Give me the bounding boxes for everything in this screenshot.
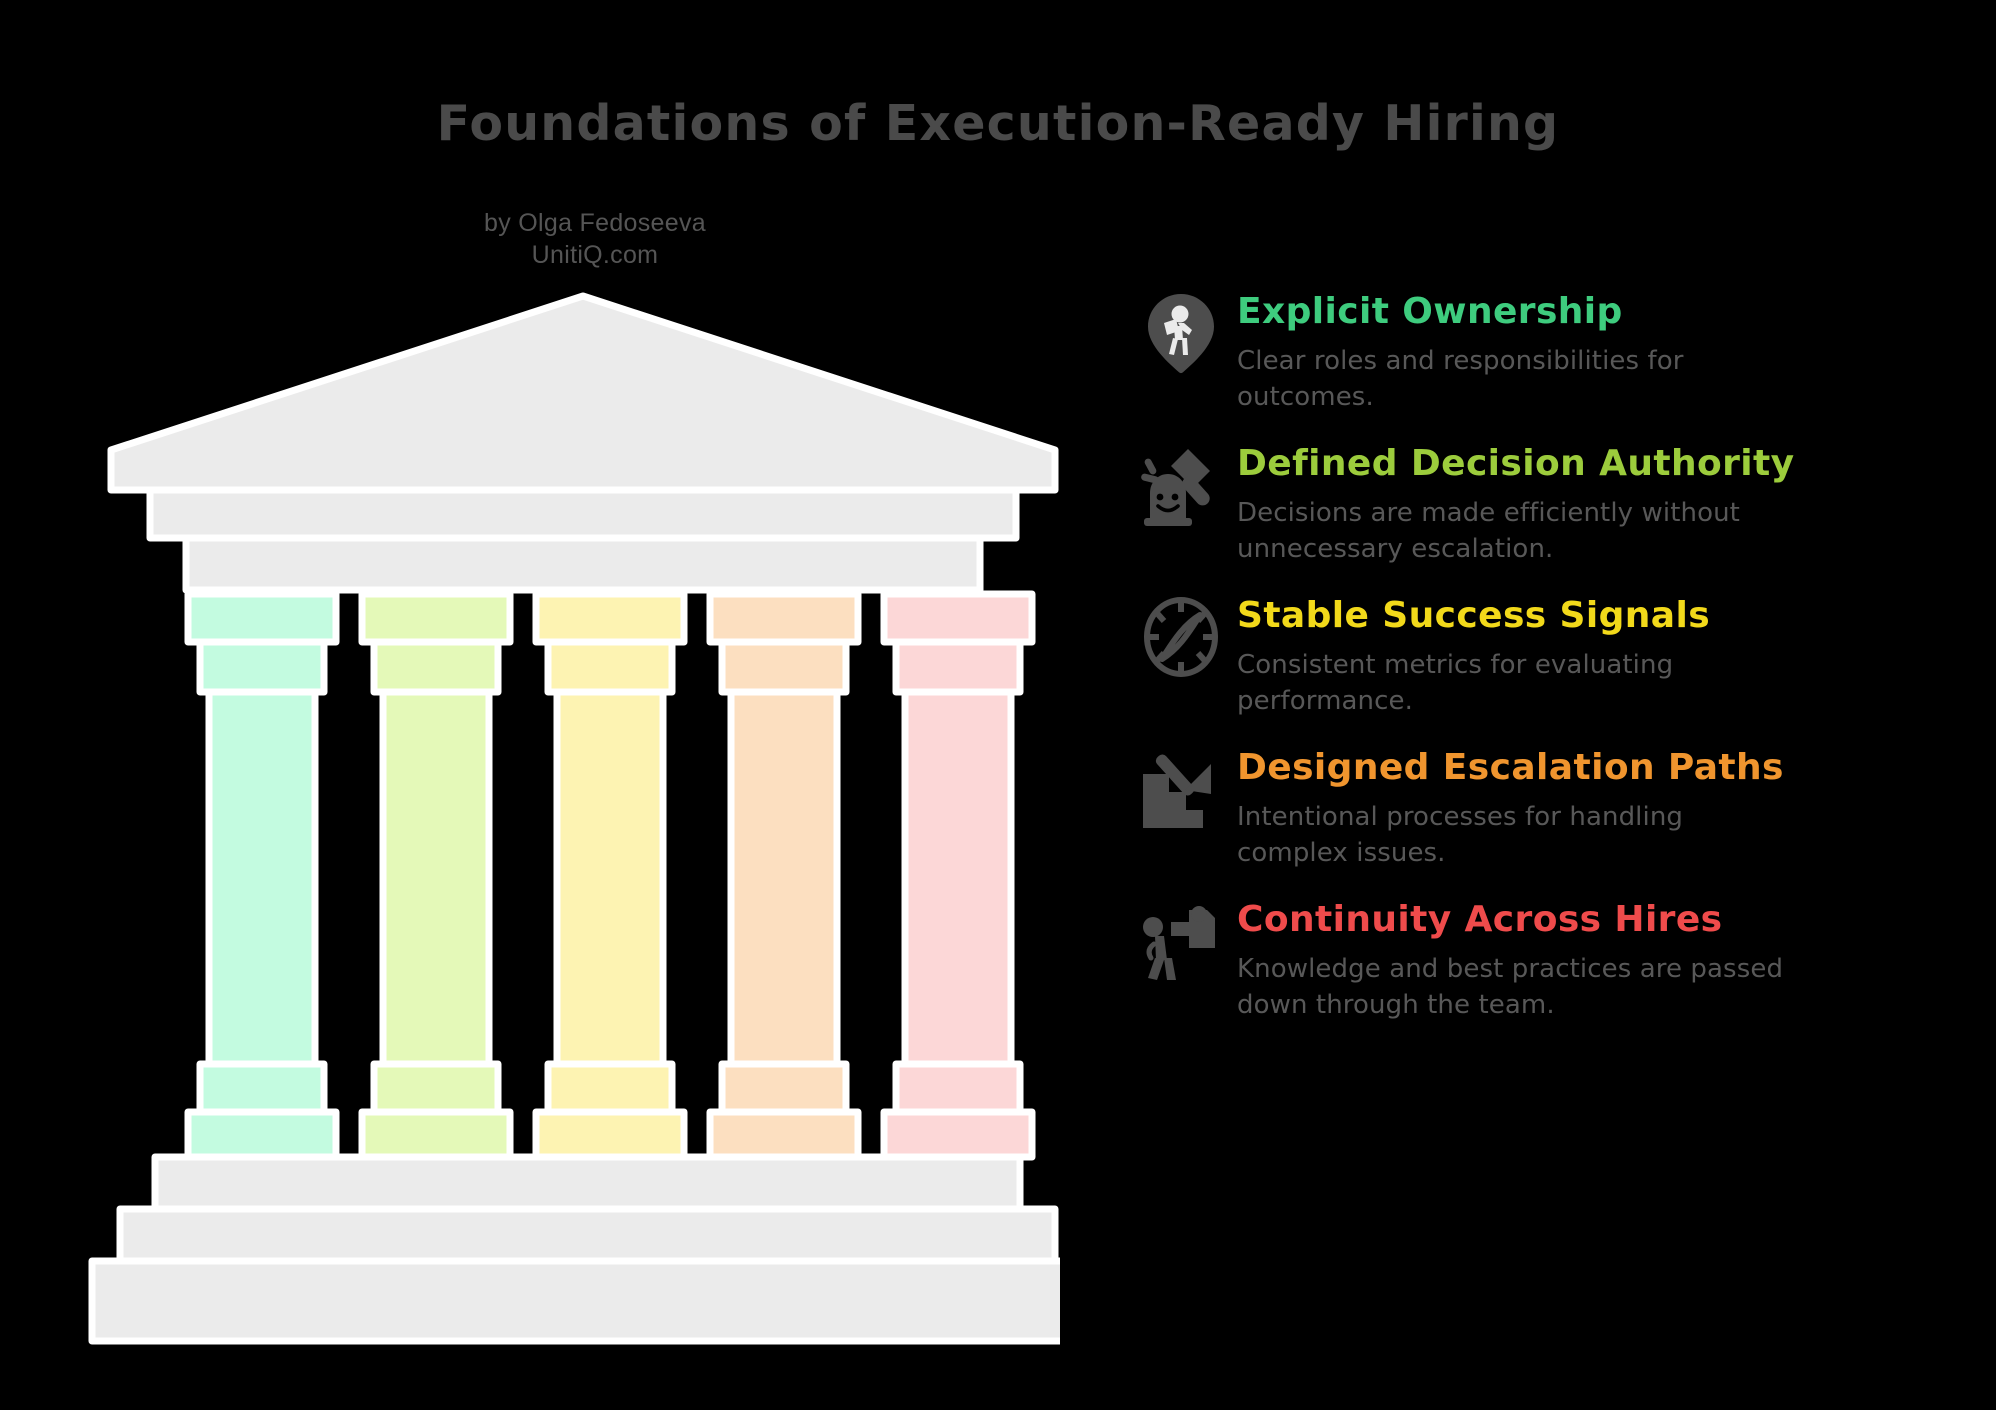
temple-entablature-upper	[146, 486, 1020, 542]
feature-title: Defined Decision Authority	[1237, 443, 1795, 484]
page-title: Foundations of Execution-Ready Hiring	[436, 95, 1560, 152]
byline: by Olga Fedoseeva UnitiQ.com	[0, 207, 1190, 271]
feature-description: Knowledge and best practices are passed …	[1237, 954, 1784, 1020]
feature-body: Explicit Ownership Clear roles and respo…	[1237, 288, 1945, 415]
gavel-figure-icon	[1125, 440, 1237, 526]
feature-description: Clear roles and responsibilities for out…	[1237, 346, 1684, 412]
temple-entablature-lower	[182, 534, 984, 594]
feature-body: Stable Success Signals Consistent metric…	[1237, 592, 1945, 719]
feature-item-defined-decision-authority: Defined Decision Authority Decisions are…	[1125, 440, 1945, 567]
feature-title: Stable Success Signals	[1237, 595, 1711, 636]
feature-body: Defined Decision Authority Decisions are…	[1237, 440, 1945, 567]
feature-description: Consistent metrics for evaluating perfor…	[1237, 650, 1674, 716]
feature-title: Designed Escalation Paths	[1237, 747, 1784, 788]
stairs-down-arrow-icon	[1125, 744, 1237, 830]
feature-item-continuity-across-hires: Continuity Across Hires Knowledge and be…	[1125, 896, 1945, 1023]
location-pin-hiker-icon	[1125, 288, 1237, 374]
feature-title: Explicit Ownership	[1237, 291, 1623, 332]
feature-item-explicit-ownership: Explicit Ownership Clear roles and respo…	[1125, 288, 1945, 415]
temple-pediment	[107, 292, 1059, 494]
temple-platform-step-2	[116, 1205, 1059, 1265]
compass-icon	[1125, 592, 1237, 678]
temple-platform-step-1	[151, 1153, 1024, 1213]
walking-person-handoff-icon	[1125, 896, 1237, 982]
temple-column-5	[880, 590, 1036, 1161]
feature-title: Continuity Across Hires	[1237, 899, 1723, 940]
temple-column-1	[184, 590, 340, 1161]
feature-body: Designed Escalation Paths Intentional pr…	[1237, 744, 1945, 871]
temple-column-3	[532, 590, 688, 1161]
temple-platform-step-3	[88, 1257, 1076, 1345]
byline-site: UnitiQ.com	[531, 241, 659, 269]
feature-list: Explicit Ownership Clear roles and respo…	[1125, 288, 1945, 1048]
temple-column-2	[358, 590, 514, 1161]
temple-column-4	[706, 590, 862, 1161]
feature-description: Decisions are made efficiently without u…	[1237, 498, 1740, 564]
feature-item-stable-success-signals: Stable Success Signals Consistent metric…	[1125, 592, 1945, 719]
feature-item-designed-escalation-paths: Designed Escalation Paths Intentional pr…	[1125, 744, 1945, 871]
byline-author: by Olga Fedoseeva	[484, 209, 706, 237]
feature-body: Continuity Across Hires Knowledge and be…	[1237, 896, 1945, 1023]
greek-temple-illustration	[88, 292, 1076, 1345]
feature-description: Intentional processes for handling compl…	[1237, 802, 1683, 868]
